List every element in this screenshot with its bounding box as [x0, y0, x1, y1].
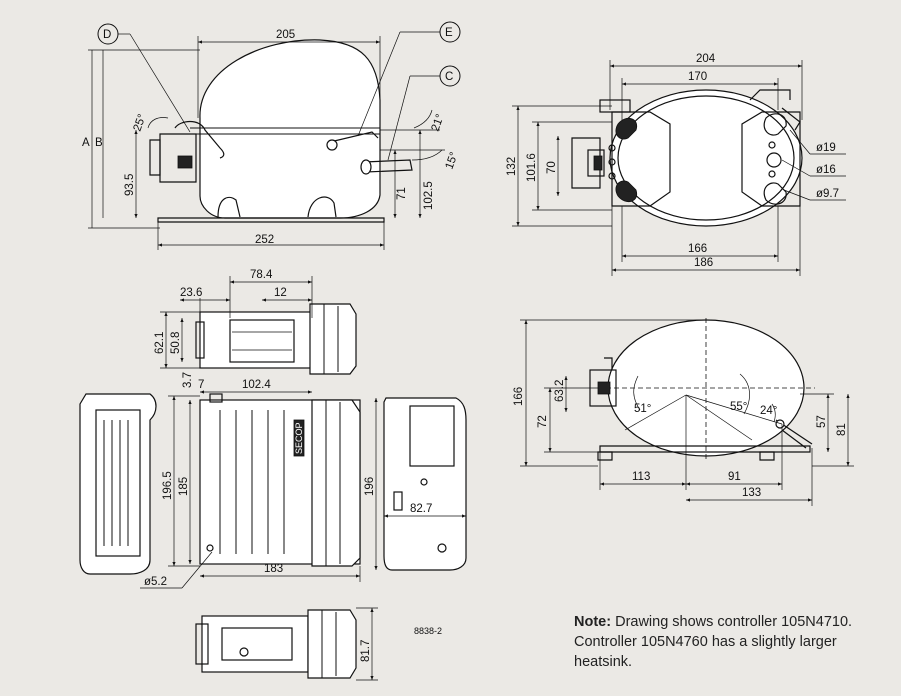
dim-ctrl-23-6: 23.6	[180, 287, 202, 299]
dim-dia-19: ø19	[816, 142, 836, 154]
dim-ctrl-183: 183	[264, 563, 283, 575]
dim-front-63-2: 63.2	[554, 380, 566, 402]
callout-C: C	[445, 71, 453, 83]
dim-front-81: 81	[836, 423, 848, 436]
dim-top-186: 186	[694, 257, 713, 269]
note-text-block: Note: Drawing shows controller 105N4710.…	[574, 612, 874, 672]
compressor-body-side	[199, 39, 381, 219]
dim-ctrl-hole: ø5.2	[144, 576, 167, 588]
dim-side-102-5: 102.5	[423, 181, 435, 210]
dim-front-72: 72	[537, 415, 549, 428]
dim-side-width: 205	[276, 29, 295, 41]
dim-top-170: 170	[688, 71, 707, 83]
dim-side-base: 252	[255, 234, 274, 246]
dim-front-91: 91	[728, 471, 741, 483]
dim-ctrl-78-4: 78.4	[250, 269, 273, 281]
callout-E: E	[445, 27, 453, 39]
dim-front-166: 166	[513, 387, 525, 406]
dim-ctrl-62-1: 62.1	[154, 332, 166, 354]
dim-top-70: 70	[546, 161, 558, 174]
callout-D: D	[103, 29, 111, 41]
angle-55: 55°	[730, 401, 747, 413]
heatsink-fins	[219, 410, 285, 554]
dim-ctrl-82-7: 82.7	[410, 503, 432, 515]
controller-front-view: SECOP 196.5 185 196 102.4 7 183 82.7 ø5.…	[79, 379, 467, 589]
dim-top-132: 132	[506, 157, 518, 176]
dim-top-204: 204	[696, 53, 716, 65]
drawing-code: 8838-2	[414, 626, 442, 636]
dim-ctrl-12: 12	[274, 287, 287, 299]
dim-side-71: 71	[396, 187, 408, 200]
label-A: A	[82, 137, 90, 149]
dim-ctrl-185: 185	[178, 477, 190, 496]
dim-ctrl-50-8: 50.8	[170, 332, 182, 354]
top-view: 204 170 166 186 132 101.6 70 ø19 ø16 ø9.…	[506, 53, 846, 276]
brand-logo: SECOP	[294, 422, 304, 454]
dim-ctrl-196-5: 196.5	[162, 471, 174, 500]
angle-21: 21°	[430, 113, 447, 133]
dim-side-93-5: 93.5	[124, 174, 136, 196]
angle-15: 15°	[444, 151, 461, 171]
side-view: 205 252 A B 93.5 71 102.5 25° 21° 15° D	[82, 21, 461, 250]
dim-dia-16: ø16	[816, 164, 836, 176]
dim-front-57: 57	[816, 415, 828, 428]
dim-ctrl-81-7: 81.7	[360, 640, 372, 662]
note-label: Note:	[574, 614, 612, 630]
front-view: 51° 55° 24° 166 63.2 72 57 81 113 91 133	[513, 318, 854, 506]
controller-top-view: 78.4 23.6 12 62.1 50.8 3.7	[154, 269, 357, 388]
dim-ctrl-7: 7	[198, 379, 204, 391]
dim-dia-9-7: ø9.7	[816, 188, 839, 200]
dim-top-166: 166	[688, 243, 707, 255]
dim-ctrl-102-4: 102.4	[242, 379, 271, 391]
dim-front-133: 133	[742, 487, 761, 499]
label-B: B	[95, 137, 103, 149]
dim-ctrl-196: 196	[364, 477, 376, 496]
dim-ctrl-3-7: 3.7	[182, 372, 194, 388]
angle-24: 24°	[760, 405, 777, 417]
dim-top-101-6: 101.6	[526, 153, 538, 182]
heatsink-fins-side	[103, 420, 129, 546]
controller-bottom-view: 81.7	[195, 607, 378, 681]
angle-51: 51°	[634, 403, 651, 415]
dim-front-113: 113	[632, 471, 650, 483]
angle-25: 25°	[132, 113, 149, 133]
note-body: Drawing shows controller 105N4710. Contr…	[574, 614, 853, 670]
